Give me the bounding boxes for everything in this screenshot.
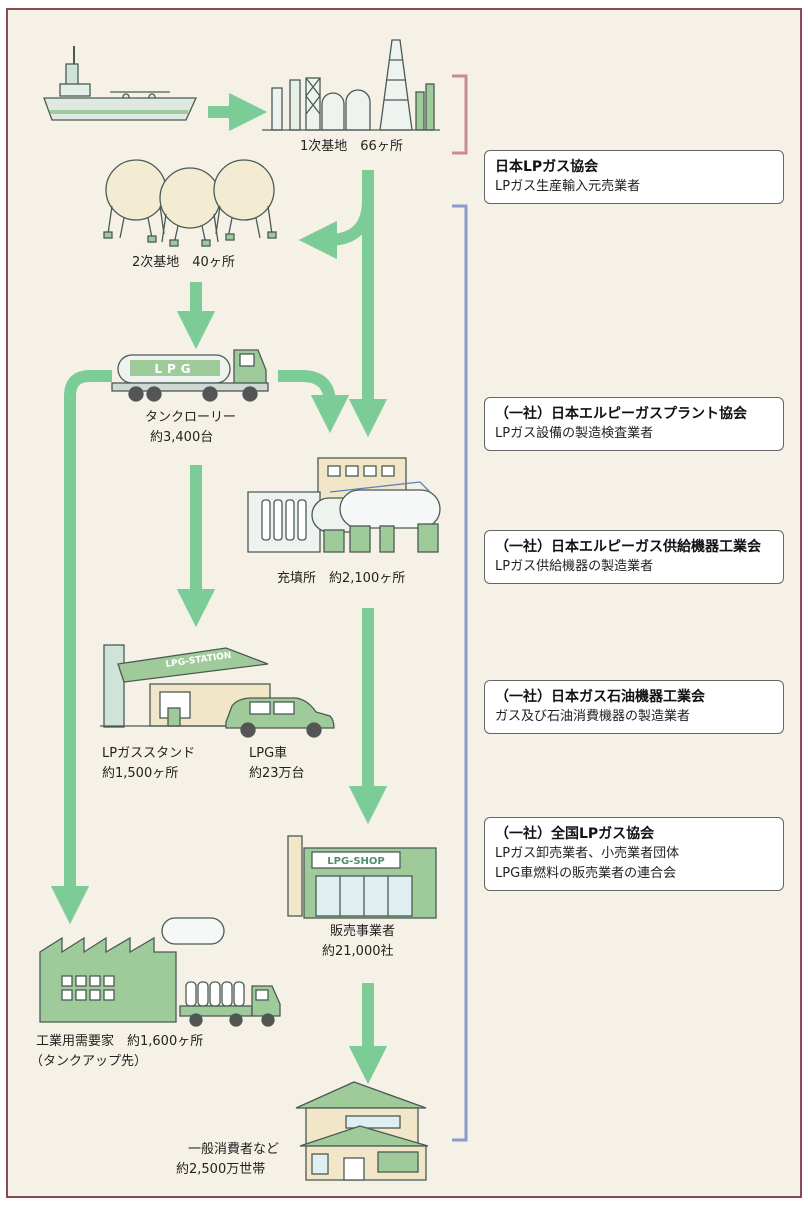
secondary-base-icon <box>103 159 277 247</box>
association-name: （一社）日本エルピーガス供給機器工業会 <box>495 539 761 555</box>
lpg-car-label: LPG車 <box>249 746 288 761</box>
house-icon <box>295 1081 429 1181</box>
lpg-shop-icon <box>287 835 437 919</box>
tank-lorry-count: 約3,400台 <box>150 430 214 445</box>
dealer-label: 販売事業者 <box>330 924 396 939</box>
industrial-sublabel: （タンクアップ先） <box>30 1054 148 1069</box>
bracket-main <box>452 204 468 1142</box>
association-box-national: （一社）全国LPガス協会 LPガス卸売業者、小売業者団体 LPG車燃料の販売業者… <box>484 817 784 891</box>
lorry-tank-text: LPG <box>154 362 195 376</box>
primary-base-icon <box>262 39 440 131</box>
lp-stand-label: LPガススタンド <box>102 746 196 761</box>
association-box-lpgas: 日本LPガス協会 LPガス生産輸入元売業者 <box>484 150 784 204</box>
association-desc: LPガス供給機器の製造業者 <box>495 559 654 574</box>
tanker-ship-icon <box>43 46 198 121</box>
industrial-label: 工業用需要家 約1,600ヶ所 <box>36 1034 204 1049</box>
filling-station-label: 充填所 約2,100ヶ所 <box>277 571 406 586</box>
association-desc: LPガス設備の製造検査業者 <box>495 426 654 441</box>
industrial-factory-icon <box>39 917 225 1023</box>
consumer-label: 一般消費者など <box>188 1142 280 1157</box>
tank-lorry-label: タンクローリー <box>145 410 237 425</box>
association-desc: LPG車燃料の販売業者の連合会 <box>495 866 677 881</box>
tank-lorry-icon <box>111 349 269 402</box>
arrow-lorry-to-industrial <box>50 370 112 925</box>
association-box-plant: （一社）日本エルピーガスプラント協会 LPガス設備の製造検査業者 <box>484 397 784 451</box>
shop-sign-text: LPG-SHOP <box>327 856 384 867</box>
association-name: （一社）全国LPガス協会 <box>495 826 655 842</box>
arrow-lorry-to-filling <box>278 370 350 434</box>
association-name: （一社）日本ガス石油機器工業会 <box>495 689 705 705</box>
association-desc: ガス及び石油消費機器の製造業者 <box>495 709 691 724</box>
association-desc: LPガス生産輸入元売業者 <box>495 179 641 194</box>
bracket-top <box>452 74 468 155</box>
dealer-count: 約21,000社 <box>322 944 394 959</box>
association-name: 日本LPガス協会 <box>495 159 599 175</box>
primary-base-label: 1次基地 66ヶ所 <box>300 139 403 154</box>
association-box-gas-oil-equipment: （一社）日本ガス石油機器工業会 ガス及び石油消費機器の製造業者 <box>484 680 784 734</box>
association-name: （一社）日本エルピーガスプラント協会 <box>495 406 747 422</box>
flow-arrows <box>50 92 388 1085</box>
lpg-car-count: 約23万台 <box>249 766 305 781</box>
arrow-primary-to-secondary <box>298 199 374 260</box>
association-desc: LPガス卸売業者、小売業者団体 <box>495 846 680 861</box>
lp-stand-count: 約1,500ヶ所 <box>102 766 179 781</box>
filling-station-icon <box>247 457 441 553</box>
consumer-count: 約2,500万世帯 <box>176 1162 266 1177</box>
secondary-base-label: 2次基地 40ヶ所 <box>132 255 235 270</box>
association-box-supply-equipment: （一社）日本エルピーガス供給機器工業会 LPガス供給機器の製造業者 <box>484 530 784 584</box>
lpg-car-icon <box>225 697 335 738</box>
cylinder-truck-icon <box>179 981 281 1027</box>
